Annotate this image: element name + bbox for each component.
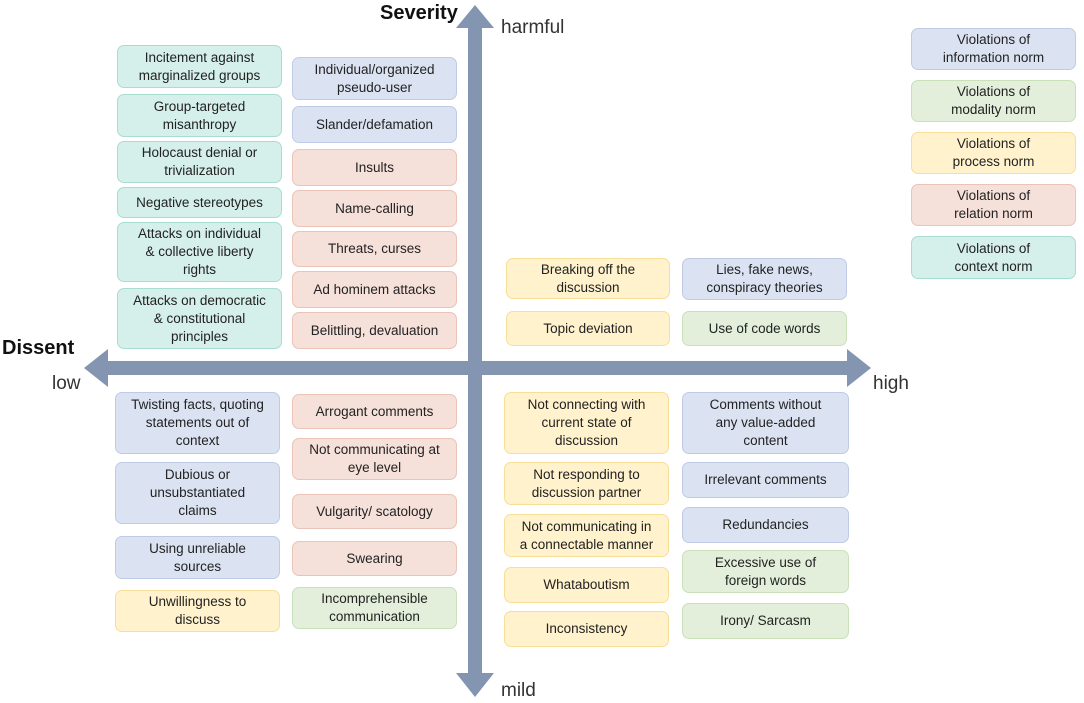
item-label: Whataboutism <box>543 577 630 592</box>
item-label: Comments without any value-added content <box>709 397 822 448</box>
item-box: Swearing <box>292 541 457 576</box>
item-box: Topic deviation <box>506 311 670 346</box>
item-label: Slander/defamation <box>315 116 434 132</box>
item-box: Excessive use of foreign words <box>682 550 849 593</box>
legend-process-norm: Violations of process norm <box>911 132 1076 174</box>
item-label: Not connecting with current state of dis… <box>527 397 646 448</box>
vertical-axis-arrow-up <box>456 5 494 28</box>
legend-label: Violations of information norm <box>942 32 1045 65</box>
legend-label: Violations of relation norm <box>954 188 1033 221</box>
legend-information-norm: Violations of information norm <box>911 28 1076 70</box>
item-label: Irrelevant comments <box>704 472 827 487</box>
horizontal-axis-arrow-right <box>847 349 871 387</box>
item-label: Using unreliable sources <box>149 540 246 574</box>
item-box: Attacks on individual & collective liber… <box>117 222 282 282</box>
item-label: Not communicating in a connectable manne… <box>519 518 654 552</box>
item-label: Not communicating at eye level <box>309 442 440 475</box>
item-label: Unwillingness to discuss <box>148 594 247 627</box>
item-label: Group-targeted misanthropy <box>153 98 246 132</box>
item-box: Breaking off the discussion <box>506 258 670 299</box>
item-box: Using unreliable sources <box>115 536 280 579</box>
item-box: Group-targeted misanthropy <box>117 94 282 137</box>
item-box: Individual/organized pseudo-user <box>292 57 457 100</box>
item-box: Not communicating in a connectable manne… <box>504 514 669 557</box>
item-box: Not responding to discussion partner <box>504 462 669 505</box>
item-box: Dubious or unsubstantiated claims <box>115 462 280 524</box>
item-label: Belittling, devaluation <box>310 322 439 338</box>
item-label: Arrogant comments <box>315 403 434 419</box>
item-box: Comments without any value-added content <box>682 392 849 454</box>
item-box: Redundancies <box>682 507 849 543</box>
vertical-axis-arrow-down <box>456 673 494 697</box>
legend-label: Violations of context norm <box>954 240 1033 274</box>
item-box: Slander/defamation <box>292 106 457 143</box>
item-box: Irony/ Sarcasm <box>682 603 849 639</box>
item-box: Whataboutism <box>504 567 669 603</box>
item-label: Threats, curses <box>327 241 422 256</box>
item-box: Name-calling <box>292 190 457 227</box>
item-box: Incitement against marginalized groups <box>117 45 282 88</box>
dissent-high-label: high <box>873 373 909 394</box>
item-box: Ad hominem attacks <box>292 271 457 308</box>
item-label: Excessive use of foreign words <box>714 554 817 588</box>
item-box: Lies, fake news, conspiracy theories <box>682 258 847 300</box>
item-label: Holocaust denial or trivialization <box>141 145 258 178</box>
legend-modality-norm: Violations of modality norm <box>911 80 1076 122</box>
item-box: Threats, curses <box>292 231 457 267</box>
item-box: Use of code words <box>682 311 847 346</box>
vertical-axis-shaft <box>468 25 482 675</box>
item-box: Negative stereotypes <box>117 187 282 218</box>
item-label: Vulgarity/ scatology <box>316 503 433 519</box>
item-box: Insults <box>292 149 457 186</box>
horizontal-axis-arrow-left <box>84 349 108 387</box>
item-box: Inconsistency <box>504 611 669 647</box>
item-label: Individual/organized pseudo-user <box>314 61 435 95</box>
item-label: Redundancies <box>722 517 809 532</box>
item-box: Arrogant comments <box>292 394 457 429</box>
item-label: Swearing <box>346 550 403 566</box>
severity-high-label: harmful <box>501 17 565 38</box>
item-label: Irony/ Sarcasm <box>720 613 811 628</box>
item-label: Topic deviation <box>543 320 633 336</box>
item-box: Irrelevant comments <box>682 462 849 498</box>
severity-axis-title: Severity <box>380 2 458 24</box>
item-box: Holocaust denial or trivialization <box>117 141 282 183</box>
legend-relation-norm: Violations of relation norm <box>911 184 1076 226</box>
item-label: Negative stereotypes <box>136 194 263 210</box>
severity-low-label: mild <box>501 680 536 701</box>
item-box: Unwillingness to discuss <box>115 590 280 632</box>
item-label: Ad hominem attacks <box>313 281 436 297</box>
item-label: Attacks on democratic & constitutional p… <box>133 292 266 344</box>
item-label: Breaking off the discussion <box>540 261 636 295</box>
item-box: Belittling, devaluation <box>292 312 457 349</box>
item-box: Attacks on democratic & constitutional p… <box>117 288 282 349</box>
legend-label: Violations of process norm <box>952 136 1035 169</box>
horizontal-axis-shaft <box>106 361 852 375</box>
item-label: Insults <box>354 159 395 175</box>
item-label: Dubious or unsubstantiated claims <box>149 467 246 518</box>
item-label: Incitement against marginalized groups <box>138 49 261 83</box>
item-label: Incomprehensible communication <box>321 591 428 624</box>
item-label: Attacks on individual & collective liber… <box>137 226 262 277</box>
dissent-low-label: low <box>52 373 81 394</box>
item-label: Twisting facts, quoting statements out o… <box>131 397 264 448</box>
item-label: Not responding to discussion partner <box>531 466 642 500</box>
item-box: Not connecting with current state of dis… <box>504 392 669 454</box>
legend-label: Violations of modality norm <box>951 84 1036 117</box>
item-label: Name-calling <box>335 200 414 216</box>
item-box: Incomprehensible communication <box>292 587 457 629</box>
item-box: Vulgarity/ scatology <box>292 494 457 529</box>
item-label: Inconsistency <box>545 621 628 636</box>
item-box: Twisting facts, quoting statements out o… <box>115 392 280 454</box>
item-box: Not communicating at eye level <box>292 438 457 480</box>
item-label: Use of code words <box>708 320 821 336</box>
item-label: Lies, fake news, conspiracy theories <box>706 262 823 295</box>
dissent-axis-title: Dissent <box>2 337 75 359</box>
legend-context-norm: Violations of context norm <box>911 236 1076 279</box>
